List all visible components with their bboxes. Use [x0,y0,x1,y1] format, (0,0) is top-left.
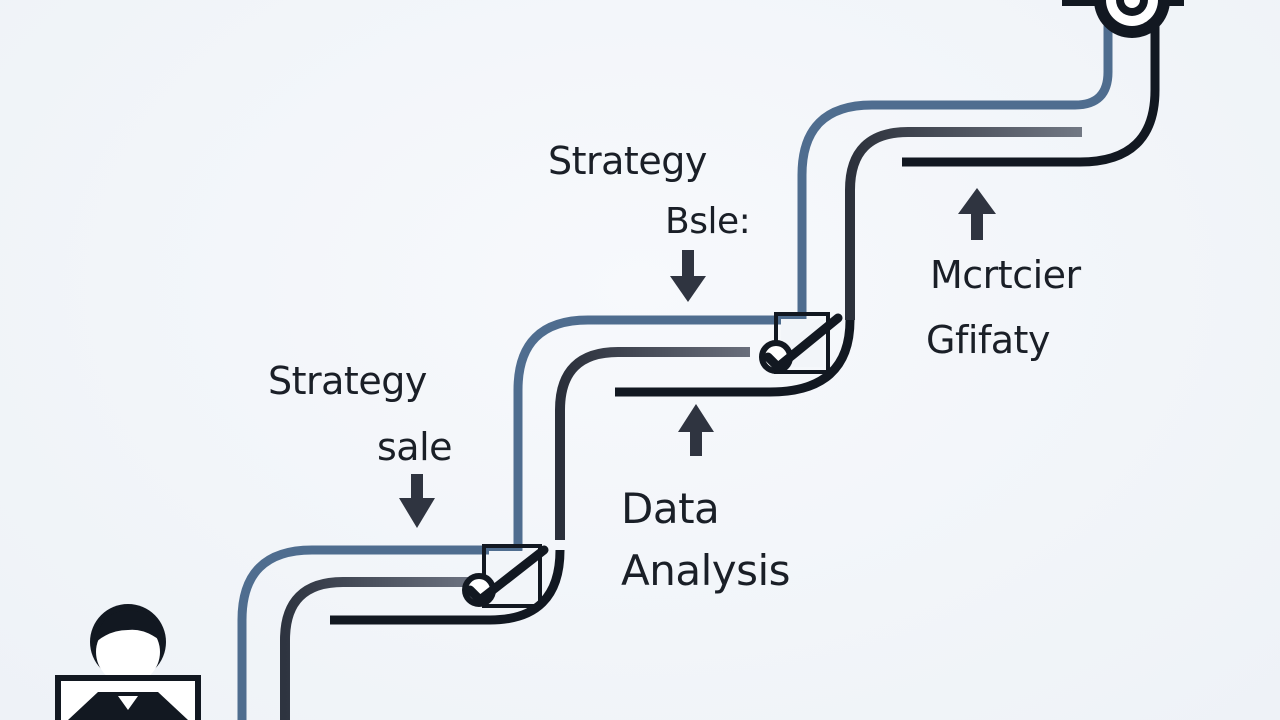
label-analysis: Analysis [621,546,791,595]
path-mid-step2 [555,347,750,540]
arrow-up-icon [958,188,996,240]
checkmark-icon [759,312,843,374]
path-dark-step3 [902,20,1160,167]
checkmark-icon [462,544,549,608]
arrow-down-icon [399,474,435,528]
target-icon [1062,0,1184,38]
path-blue-line [237,10,1113,720]
path-mid-step3 [845,127,1082,320]
label-data: Data [621,484,720,533]
arrow-up-icon [678,404,714,456]
path-mid-step1 [280,577,470,720]
person-icon [55,604,201,720]
path-dark-step2 [615,319,855,397]
label-monitor: Mcrtcier [930,253,1081,297]
arrow-down-icon [670,250,706,302]
label-strategy-mid: Strategy [268,359,427,403]
label-gifaty: Gfifaty [926,318,1050,362]
label-sale-mid: sale [377,425,453,469]
label-strategy-top: Strategy [548,139,707,183]
label-sale-top: Bsle: [665,201,751,242]
